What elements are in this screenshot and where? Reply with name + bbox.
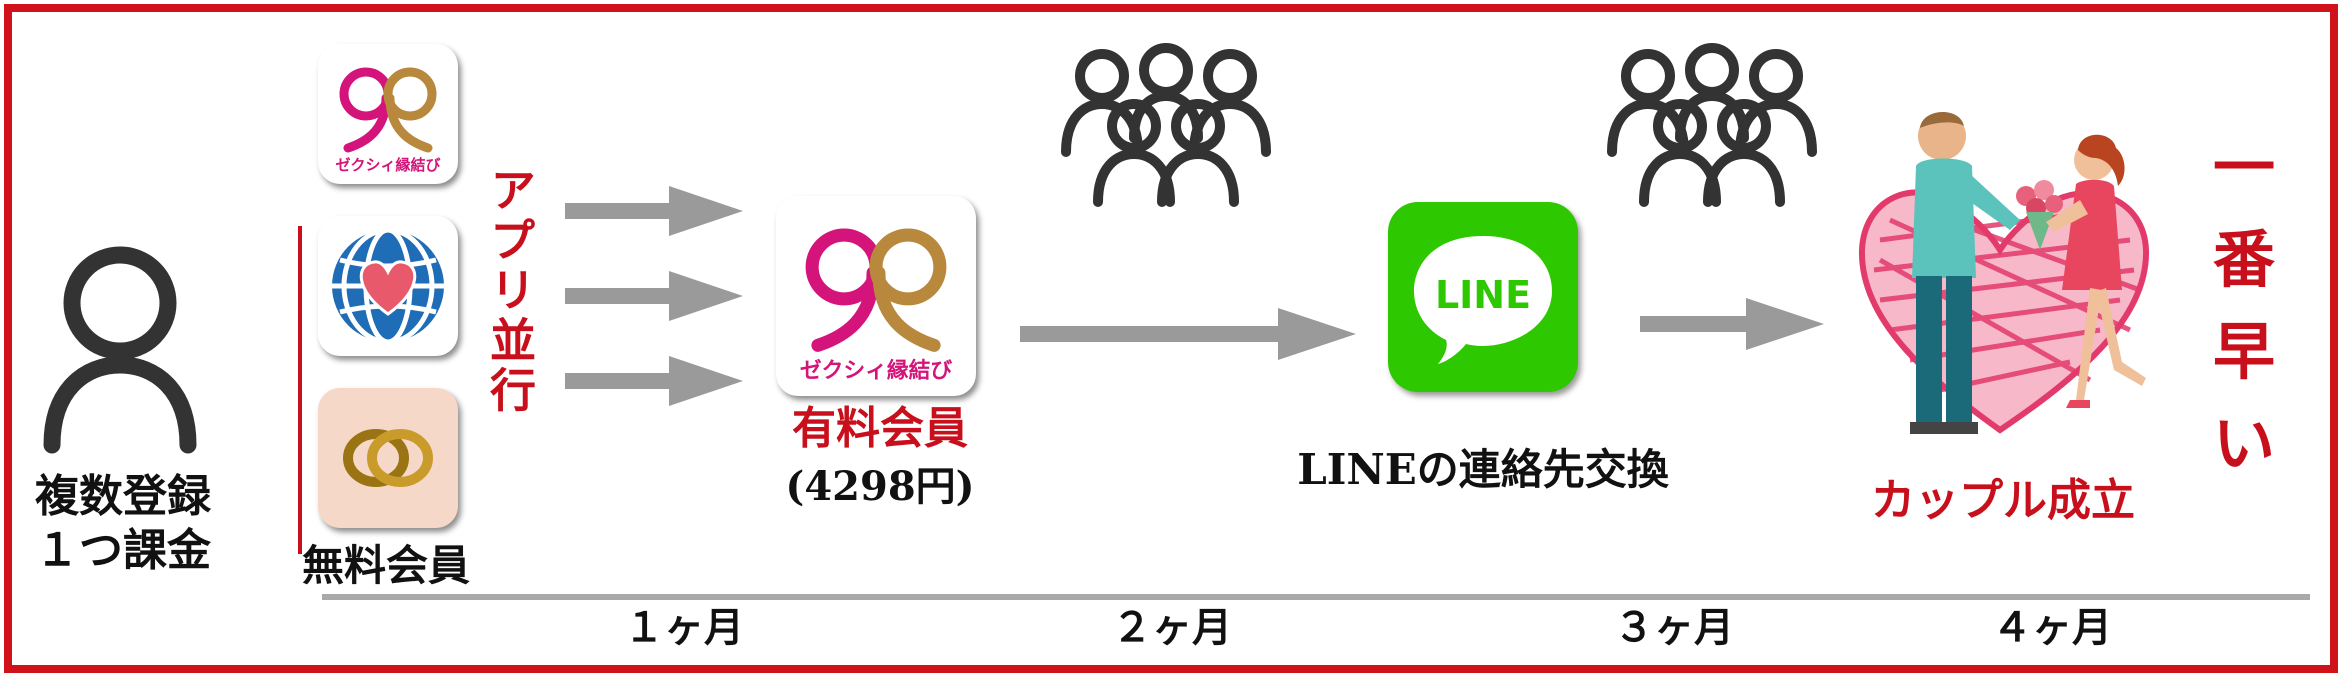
- arrow-to-couple: [1640, 298, 1824, 350]
- rings-icon: [343, 429, 433, 487]
- arrow-to-line: [1020, 308, 1356, 360]
- arrow-shaft-1: [565, 203, 673, 219]
- globe-app-icon[interactable]: [318, 216, 458, 356]
- user-label-line1: 複数登録: [35, 471, 211, 522]
- fastest-char-3: 早: [2212, 315, 2275, 388]
- outer-frame: [4, 4, 2338, 673]
- globe-heart-icon: [332, 227, 444, 345]
- flower-bouquet-icon: [2016, 180, 2063, 250]
- user-icon: [43, 246, 197, 454]
- man-figure: [1910, 111, 2020, 434]
- line-logo-text: LINE: [1435, 273, 1531, 317]
- fastest-char-4: い: [2212, 407, 2275, 480]
- arrow-shaft-3: [565, 373, 673, 389]
- timeline-bar: [322, 594, 2310, 600]
- fastest-char-1: 一: [2212, 131, 2275, 204]
- timeline-month-4: ４ヶ月: [1992, 604, 2112, 651]
- xyz-app-icon-large[interactable]: ゼクシィ縁結び: [776, 196, 976, 396]
- arrow-head-3: [669, 356, 743, 406]
- arrow-shaft-2: [565, 288, 673, 304]
- free-member-label: 無料会員: [302, 541, 471, 590]
- timeline-month-2: ２ヶ月: [1112, 604, 1232, 651]
- crowd-icon-2: [1607, 43, 1817, 207]
- crowd-icon-1: [1061, 43, 1271, 207]
- line-bubble-icon: LINE: [1414, 236, 1552, 364]
- user-label: 複数登録 １つ課金: [28, 470, 218, 578]
- rings-app-icon[interactable]: [318, 388, 458, 528]
- xyz-logo-text: ゼクシィ縁結び: [335, 156, 440, 174]
- couple-illustration: [1858, 111, 2150, 434]
- arrow-head-2: [669, 271, 743, 321]
- timeline-month-3: ３ヶ月: [1614, 604, 1734, 651]
- price-label: (4298円): [785, 463, 975, 510]
- fastest-label: 一 番 早 い: [2204, 122, 2284, 490]
- arrow-head-1: [669, 186, 743, 236]
- fastest-char-2: 番: [2212, 223, 2275, 296]
- parallel-arrows: [565, 186, 743, 406]
- paid-member-label: 有料会員: [792, 403, 968, 454]
- timeline-month-1: １ヶ月: [624, 604, 744, 651]
- parallel-apps-label: アプリ並行: [483, 166, 537, 416]
- user-label-line2: １つ課金: [35, 525, 211, 576]
- woman-figure: [2046, 134, 2146, 408]
- xyz-logo-icon-large: ゼクシィ縁結び: [800, 228, 953, 383]
- xyz-app-icon-small[interactable]: ゼクシィ縁結び: [318, 44, 458, 184]
- couple-established-label: カップル成立: [1871, 475, 2135, 526]
- line-exchange-label: LINEの連絡先交換: [1297, 445, 1669, 494]
- bracket-line: [298, 226, 302, 554]
- line-app-icon[interactable]: LINE: [1388, 202, 1578, 392]
- xyz-logo-icon: ゼクシィ縁結び: [335, 67, 441, 174]
- xyz-logo-text-large: ゼクシィ縁結び: [800, 357, 953, 383]
